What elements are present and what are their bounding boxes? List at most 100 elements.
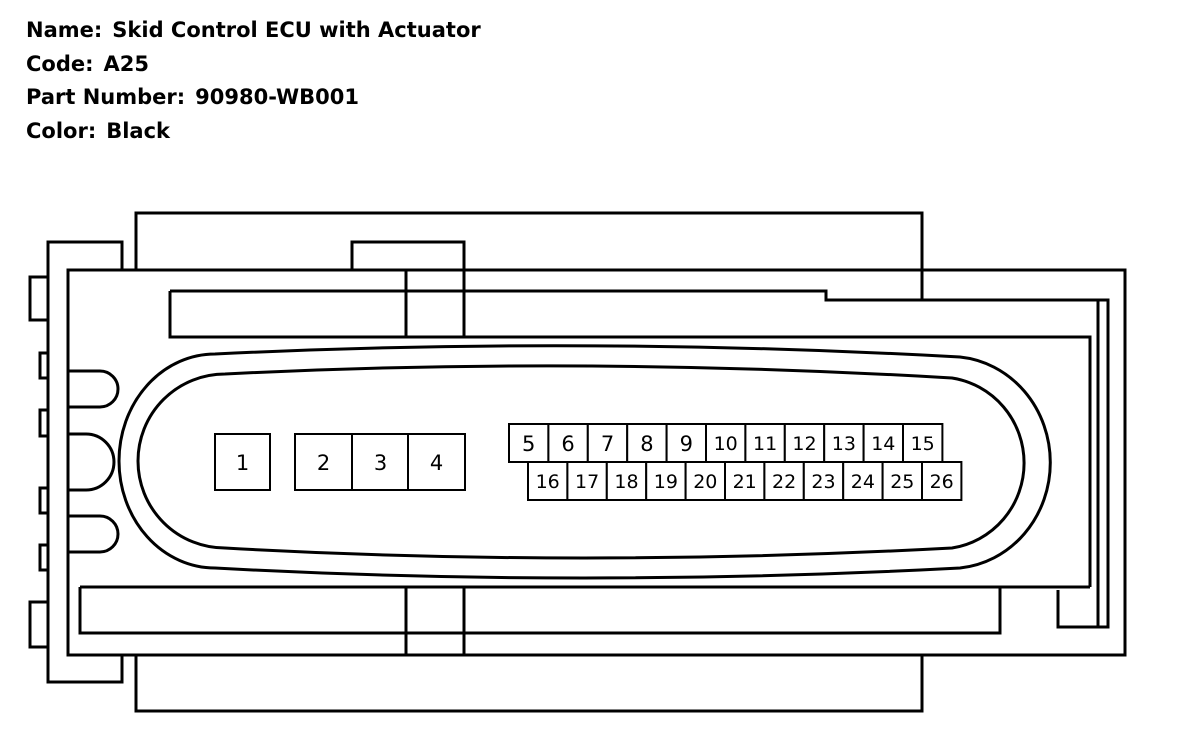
pin-cavity	[724, 461, 766, 501]
pin-label: 1	[236, 451, 249, 475]
housing-bottom-outline	[134, 655, 924, 713]
pin-9: 9	[665, 423, 707, 463]
pin-cavity	[527, 461, 569, 501]
code-label: Code:	[26, 51, 94, 76]
pin-label: 2	[317, 451, 330, 475]
left-latch-mid3	[38, 486, 48, 515]
pin-cavity	[605, 461, 648, 501]
pin-8: 8	[626, 423, 668, 463]
pin-1: 1	[214, 433, 271, 491]
pin-22: 22	[763, 461, 805, 501]
pin-cavity	[407, 433, 466, 491]
pin-label: 17	[575, 471, 599, 493]
code-row: Code: A25	[26, 48, 481, 82]
pin-cavity	[566, 461, 608, 501]
pin-label: 22	[772, 471, 796, 493]
top-tab	[350, 240, 466, 270]
part-number-label: Part Number:	[26, 85, 186, 109]
pin-label: 7	[601, 432, 614, 456]
color-label: Color:	[26, 118, 97, 143]
pin-label: 6	[561, 432, 574, 456]
left-latch-mid1	[38, 351, 48, 380]
pin-label: 24	[851, 471, 875, 493]
pin-5: 5	[508, 423, 550, 463]
pin-cavity	[645, 461, 687, 501]
pin-cavity	[294, 433, 353, 491]
left-bump-top	[68, 369, 120, 409]
left-latch-mid4	[38, 543, 48, 572]
pin-23: 23	[802, 461, 845, 501]
pin-cavity	[823, 423, 865, 463]
pin-label: 15	[911, 433, 935, 455]
pin-cavity	[626, 423, 668, 463]
pin-cavity	[921, 461, 963, 501]
pin-24: 24	[842, 461, 884, 501]
left-bracket	[46, 240, 124, 684]
pin-2: 2	[294, 433, 353, 491]
pin-cavity	[214, 433, 271, 491]
name-value: Skid Control ECU with Actuator	[112, 18, 481, 42]
bottom-rail-lower	[78, 587, 1002, 635]
pin-label: 3	[374, 451, 387, 475]
pin-label: 18	[614, 471, 638, 493]
pin-7: 7	[586, 423, 629, 463]
pin-cavity	[783, 423, 826, 463]
name-label: Name:	[26, 18, 103, 42]
pin-label: 4	[430, 451, 443, 475]
pin-15: 15	[902, 423, 944, 463]
pin-14: 14	[862, 423, 904, 463]
pin-label: 8	[640, 432, 653, 456]
left-bump-bottom	[68, 514, 120, 554]
pin-17: 17	[566, 461, 608, 501]
pin-label: 16	[536, 471, 560, 493]
pin-10: 10	[705, 423, 747, 463]
color-row: Color: Black	[26, 115, 481, 149]
pin-cavity	[862, 423, 904, 463]
pin-20: 20	[684, 461, 726, 501]
pin-label: 19	[654, 471, 678, 493]
pin-19: 19	[645, 461, 687, 501]
pin-11: 11	[744, 423, 786, 463]
pin-label: 12	[792, 433, 816, 455]
pin-12: 12	[783, 423, 826, 463]
left-latch-top	[28, 275, 48, 322]
left-bump-mid	[68, 432, 116, 492]
pin-cavity	[744, 423, 786, 463]
face-outer	[117, 344, 1052, 580]
top-rail-lower	[168, 291, 1092, 587]
pin-label: 10	[714, 433, 738, 455]
pin-label: 21	[733, 471, 757, 493]
pin-label: 23	[811, 471, 835, 493]
code-value: A25	[103, 51, 149, 76]
pin-label: 20	[693, 471, 717, 493]
face-inner	[136, 364, 1026, 560]
name-row: Name: Skid Control ECU with Actuator	[26, 14, 481, 48]
pin-25: 25	[881, 461, 923, 501]
pin-label: 13	[832, 433, 856, 455]
housing-top-outline	[134, 211, 1110, 629]
part-number-value: 90980-WB001	[195, 85, 359, 109]
pin-4: 4	[407, 433, 466, 491]
pin-cavity	[881, 461, 923, 501]
top-rail	[170, 289, 922, 302]
pin-18: 18	[605, 461, 648, 501]
pin-cavity	[902, 423, 944, 463]
part-number-row: Part Number: 90980-WB001	[26, 81, 481, 115]
pin-21: 21	[724, 461, 766, 501]
main-body	[66, 268, 1127, 657]
pin-label: 11	[753, 433, 777, 455]
color-value: Black	[106, 118, 171, 143]
pin-label: 14	[871, 433, 895, 455]
pin-3: 3	[351, 433, 410, 491]
key-top	[404, 270, 466, 337]
pin-6: 6	[547, 423, 589, 463]
pin-13: 13	[823, 423, 865, 463]
pin-label: 5	[522, 432, 535, 456]
pin-label: 9	[680, 432, 693, 456]
pin-cavity	[684, 461, 726, 501]
connector-info: Name: Skid Control ECU with Actuator Code…	[26, 14, 481, 148]
pin-cavity	[351, 433, 410, 491]
pin-label: 25	[890, 471, 914, 493]
